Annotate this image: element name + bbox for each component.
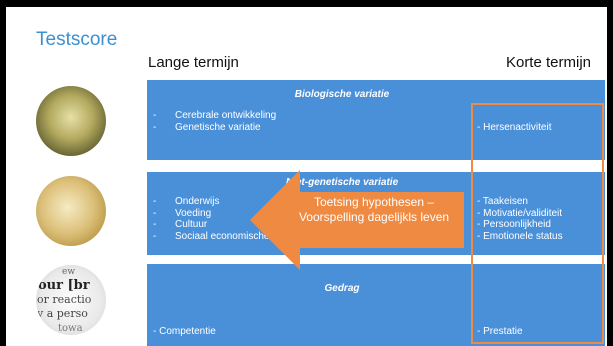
biological-right-list: - Hersenactiviteit [477,122,551,134]
header-long-term: Lange termijn [148,54,239,71]
list-item: Onderwijs [153,196,299,208]
list-item: Cultuur [153,219,299,231]
list-item: - Taakeisen [477,196,528,207]
list-item: Cerebrale ontwikkeling [153,110,276,122]
non-genetic-left-list: Onderwijs Voeding Cultuur Sociaal econom… [153,196,299,242]
arrow-line-2: Voorspelling dagelijkls leven [298,210,450,224]
dict-line: y a perso [36,307,88,320]
list-item: Genetische variatie [153,122,276,134]
list-item: Sociaal economische status [153,231,299,243]
list-item: - Emotionele status [477,230,563,242]
non-genetic-right-list: - Taakeisen - Motivatie/validiteit - Per… [477,196,563,242]
band-biological-title: Biologische variatie [294,89,390,100]
band-behavior: Gedrag - Competentie - Prestatie [147,264,605,346]
list-item: - Persoonlijkheid [477,219,551,230]
dict-line: ew [62,267,75,277]
biological-left-list: Cerebrale ontwikkeling Genetische variat… [153,110,276,133]
arrow-line-1: Toetsing hypothesen – [313,195,435,209]
list-item: - Hersenactiviteit [477,122,552,133]
behavior-competence: - Competentie [153,326,216,337]
left-arrow-shape [250,170,464,270]
band-biological: Biologische variatie Cerebrale ontwikkel… [147,80,605,160]
short-term-highlight-box [471,103,604,344]
behavior-performance: - Prestatie [477,326,523,337]
header-short-term: Korte termijn [505,54,591,71]
dict-line: towa [58,323,83,334]
list-item: - Motivatie/validiteit [477,207,563,219]
list-item: Voeding [153,208,299,220]
band-behavior-title: Gedrag [324,283,360,294]
band-non-genetic-title: Niet-genetische variatie [285,177,399,188]
arrow-label: Toetsing hypothesen – Voorspelling dagel… [286,195,462,225]
brain-image [36,86,106,156]
dict-line: or reactio [37,293,92,306]
slide-title: Testscore [36,29,118,50]
food-image [36,176,106,246]
slide: Testscore Lange termijn Korte termijn Bi… [6,7,607,346]
dict-line: our [br [38,278,90,293]
dictionary-image: ew our [br or reactio y a perso towa [36,265,106,335]
